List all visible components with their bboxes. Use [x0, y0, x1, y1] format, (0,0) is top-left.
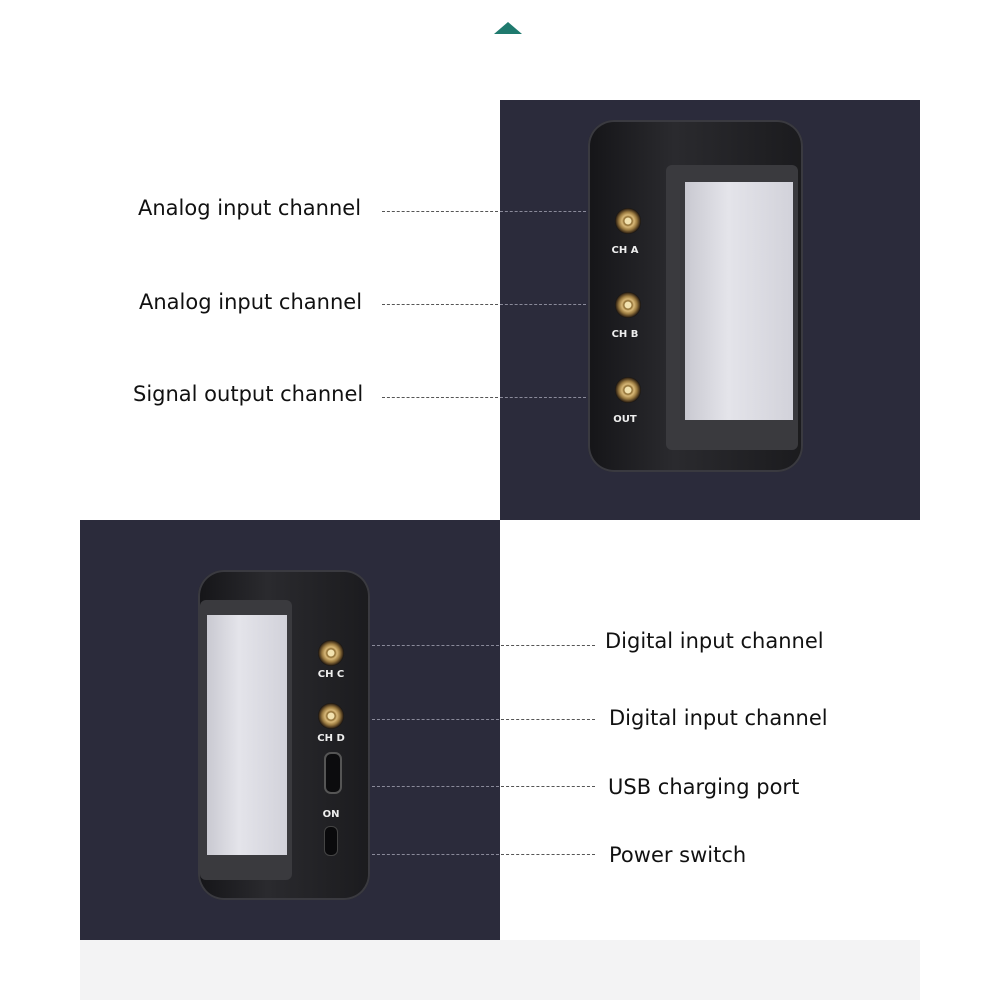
callout-line: [501, 786, 595, 787]
port-label: OUT: [613, 414, 637, 425]
callout-line: [501, 854, 595, 855]
triangle-icon: [494, 22, 522, 34]
bnc-connector-out: [615, 377, 641, 403]
port-label: ON: [322, 809, 340, 820]
port-label: CH B: [611, 329, 639, 340]
screen-glass: [207, 615, 287, 855]
callout-line: [382, 397, 498, 398]
callout-line: [501, 645, 595, 646]
callout-line: [372, 786, 499, 787]
callout-line: [372, 854, 499, 855]
callout-label: Analog input channel: [139, 290, 363, 314]
bnc-connector-ch-b: [615, 292, 641, 318]
callout-line: [501, 719, 595, 720]
bottom-strip: [80, 940, 920, 1000]
bnc-connector-ch-a: [615, 208, 641, 234]
port-label: CH D: [317, 733, 345, 744]
usb-port: [324, 752, 342, 794]
bnc-connector-ch-d: [318, 703, 344, 729]
callout-line: [372, 645, 499, 646]
callout-label: Digital input channel: [609, 706, 828, 730]
power-switch: [324, 826, 338, 856]
callout-line: [500, 397, 586, 398]
callout-line: [372, 719, 499, 720]
callout-label: Signal output channel: [133, 382, 364, 406]
callout-label: Analog input channel: [138, 196, 362, 220]
callout-label: Digital input channel: [605, 629, 824, 653]
screen-glass: [685, 182, 793, 420]
callout-line: [382, 211, 498, 212]
port-label: CH C: [317, 669, 345, 680]
bnc-connector-ch-c: [318, 640, 344, 666]
callout-label: USB charging port: [608, 775, 800, 799]
callout-line: [382, 304, 498, 305]
port-label: CH A: [611, 245, 639, 256]
callout-line: [500, 211, 586, 212]
callout-line: [500, 304, 586, 305]
callout-label: Power switch: [609, 843, 747, 867]
